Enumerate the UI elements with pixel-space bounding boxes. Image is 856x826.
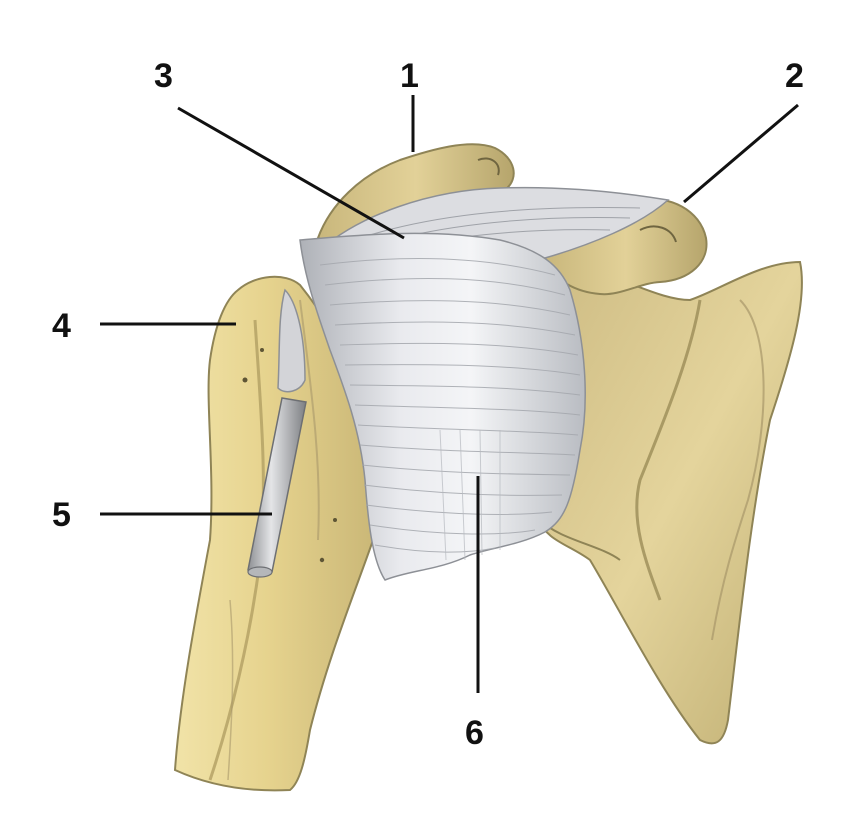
tendon-rod-end [247, 566, 273, 578]
tendon-sheath-upper [277, 288, 306, 393]
label-4: 4 [52, 307, 71, 345]
capsule-body [299, 232, 586, 581]
label-3: 3 [154, 57, 173, 95]
glenoid-fossa-shadow [711, 299, 765, 641]
label-2: 2 [785, 57, 804, 95]
acromion-notch [477, 157, 500, 176]
label-5: 5 [52, 496, 71, 534]
coracoid-tip-detail [639, 225, 677, 243]
number-labels: 1 2 3 4 5 6 [52, 57, 804, 752]
scapular-spine-ridge [635, 299, 702, 601]
leader-line-2 [683, 103, 799, 204]
label-1: 1 [400, 57, 419, 95]
biceps-tendon [247, 288, 307, 578]
capsule-vertical-folds [439, 429, 501, 561]
leader-lines [100, 95, 799, 693]
leader-line-3 [177, 106, 405, 240]
label-6: 6 [465, 714, 484, 752]
capsule-fiber-lines [319, 257, 581, 553]
joint-capsule [299, 232, 586, 581]
